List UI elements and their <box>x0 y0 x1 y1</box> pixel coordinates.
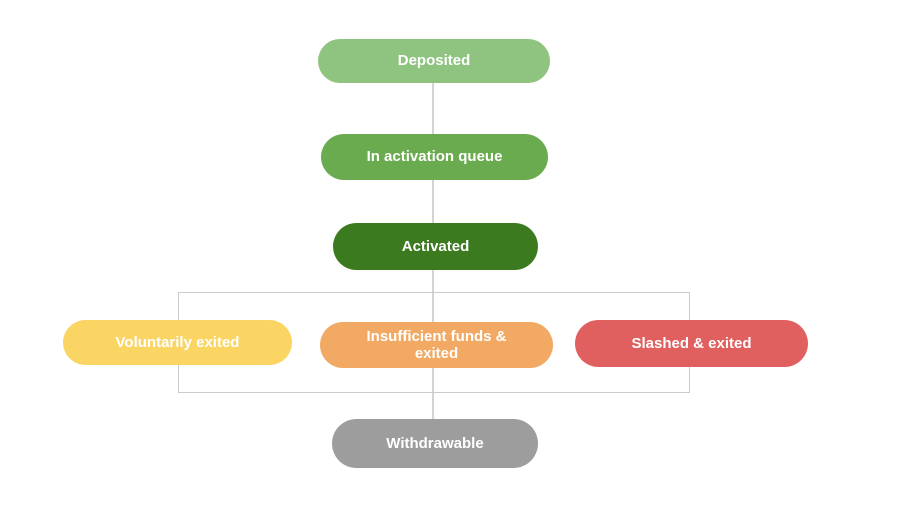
node-slashed-exited: Slashed & exited <box>575 320 808 367</box>
node-voluntarily-exited: Voluntarily exited <box>63 320 292 365</box>
node-in-activation-queue-label: In activation queue <box>366 148 503 166</box>
node-withdrawable-label: Withdrawable <box>386 434 484 452</box>
node-deposited-label: Deposited <box>397 52 471 70</box>
node-activated: Activated <box>333 223 538 270</box>
node-withdrawable: Withdrawable <box>332 419 538 468</box>
node-voluntarily-exited-label: Voluntarily exited <box>115 333 240 351</box>
node-slashed-exited-label: Slashed & exited <box>631 334 752 352</box>
node-activated-label: Activated <box>401 237 470 255</box>
node-insufficient-funds-exited: Insufficient funds & exited <box>320 322 553 368</box>
node-in-activation-queue: In activation queue <box>321 134 548 180</box>
node-deposited: Deposited <box>318 39 550 83</box>
node-insufficient-funds-exited-label: Insufficient funds & exited <box>366 327 507 362</box>
